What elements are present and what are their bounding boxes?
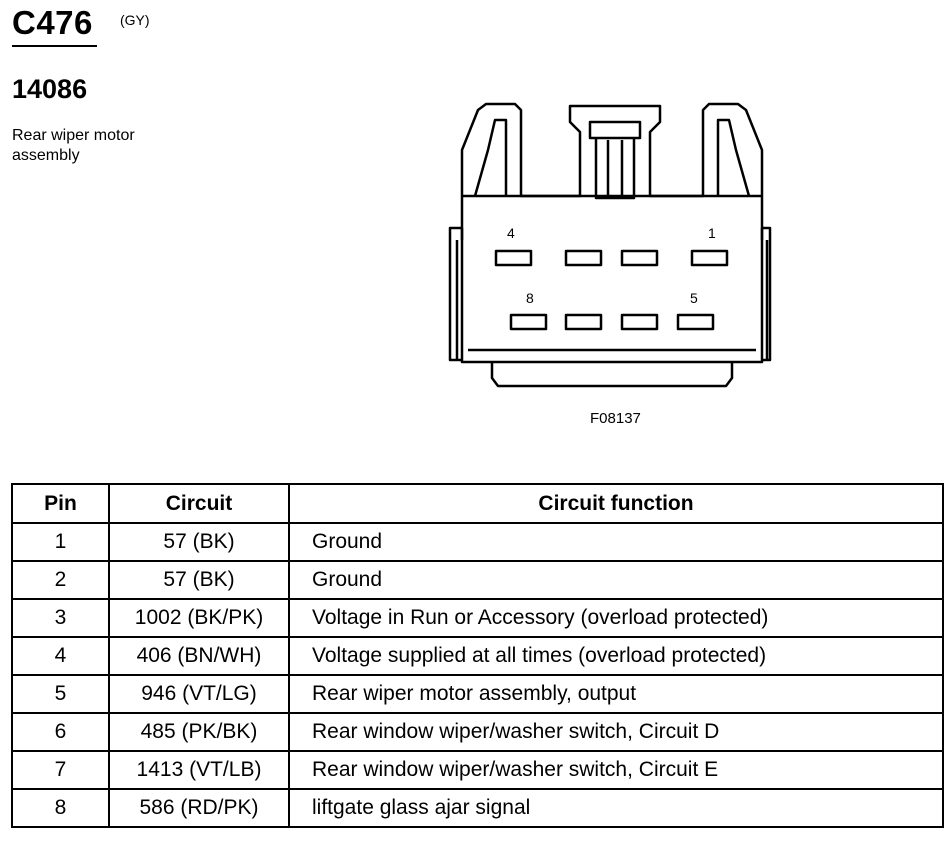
pin-cavity [676, 313, 715, 331]
cell-circuit: 1413 (VT/LB) [108, 750, 290, 790]
pin-cavity [564, 313, 603, 331]
cell-pin: 1 [11, 522, 110, 562]
connector-id: C476 [12, 4, 93, 41]
cell-function: Ground [288, 560, 944, 600]
cell-function: Ground [288, 522, 944, 562]
table-row: 3 1002 (BK/PK) Voltage in Run or Accesso… [11, 598, 944, 638]
pin-cavity [564, 249, 603, 267]
connector-lock-body [594, 138, 636, 200]
cell-pin: 2 [11, 560, 110, 600]
cell-circuit: 946 (VT/LG) [108, 674, 290, 714]
pin-cavity [494, 249, 533, 267]
cell-function: Rear window wiper/washer switch, Circuit… [288, 750, 944, 790]
cell-pin: 8 [11, 788, 110, 828]
table-header-row: Pin Circuit Circuit function [11, 483, 944, 524]
table-row: 4 406 (BN/WH) Voltage supplied at all ti… [11, 636, 944, 676]
pin-label: 8 [526, 290, 534, 306]
table-row: 7 1413 (VT/LB) Rear window wiper/washer … [11, 750, 944, 790]
cell-pin: 5 [11, 674, 110, 714]
cell-circuit: 485 (PK/BK) [108, 712, 290, 752]
pin-cavity [690, 249, 729, 267]
connector-color: (GY) [120, 12, 150, 28]
cell-pin: 4 [11, 636, 110, 676]
connector-bottom-skirt [490, 362, 734, 388]
connector-lock-slot [606, 140, 624, 196]
connector-id-underline [12, 45, 97, 47]
cell-pin: 6 [11, 712, 110, 752]
table-row: 1 57 (BK) Ground [11, 522, 944, 562]
cell-function: Voltage supplied at all times (overload … [288, 636, 944, 676]
component-number: 14086 [12, 74, 88, 104]
figure-code: F08137 [590, 410, 641, 427]
pin-label: 5 [690, 290, 698, 306]
pin-cavity [509, 313, 548, 331]
pin-cavity [620, 249, 659, 267]
table-row: 5 946 (VT/LG) Rear wiper motor assembly,… [11, 674, 944, 714]
cell-circuit: 1002 (BK/PK) [108, 598, 290, 638]
cell-function: Rear window wiper/washer switch, Circuit… [288, 712, 944, 752]
table-row: 8 586 (RD/PK) liftgate glass ajar signal [11, 788, 944, 828]
cell-function: Rear wiper motor assembly, output [288, 674, 944, 714]
cell-function: Voltage in Run or Accessory (overload pr… [288, 598, 944, 638]
header-pin: Pin [11, 483, 110, 524]
cell-circuit: 57 (BK) [108, 560, 290, 600]
table-row: 6 485 (PK/BK) Rear window wiper/washer s… [11, 712, 944, 752]
pin-cavity [620, 313, 659, 331]
connector-shell-inner-left [473, 118, 508, 197]
cell-pin: 3 [11, 598, 110, 638]
connector-shell-outline [460, 102, 764, 240]
cell-pin: 7 [11, 750, 110, 790]
connector-shell-inner-right [716, 118, 751, 197]
pin-label: 4 [507, 225, 515, 241]
cell-function: liftgate glass ajar signal [288, 788, 944, 828]
component-description: Rear wiper motor assembly [12, 127, 135, 164]
pin-label: 1 [708, 225, 716, 241]
cell-circuit: 57 (BK) [108, 522, 290, 562]
header-circuit-function: Circuit function [288, 483, 944, 524]
pin-table: Pin Circuit Circuit function 1 57 (BK) G… [11, 483, 944, 828]
table-row: 2 57 (BK) Ground [11, 560, 944, 600]
cell-circuit: 406 (BN/WH) [108, 636, 290, 676]
connector-body [460, 228, 764, 364]
connector-face-diagram: 4 1 8 5 [448, 102, 772, 388]
connector-lock-tab [588, 120, 642, 140]
cell-circuit: 586 (RD/PK) [108, 788, 290, 828]
header-circuit: Circuit [108, 483, 290, 524]
